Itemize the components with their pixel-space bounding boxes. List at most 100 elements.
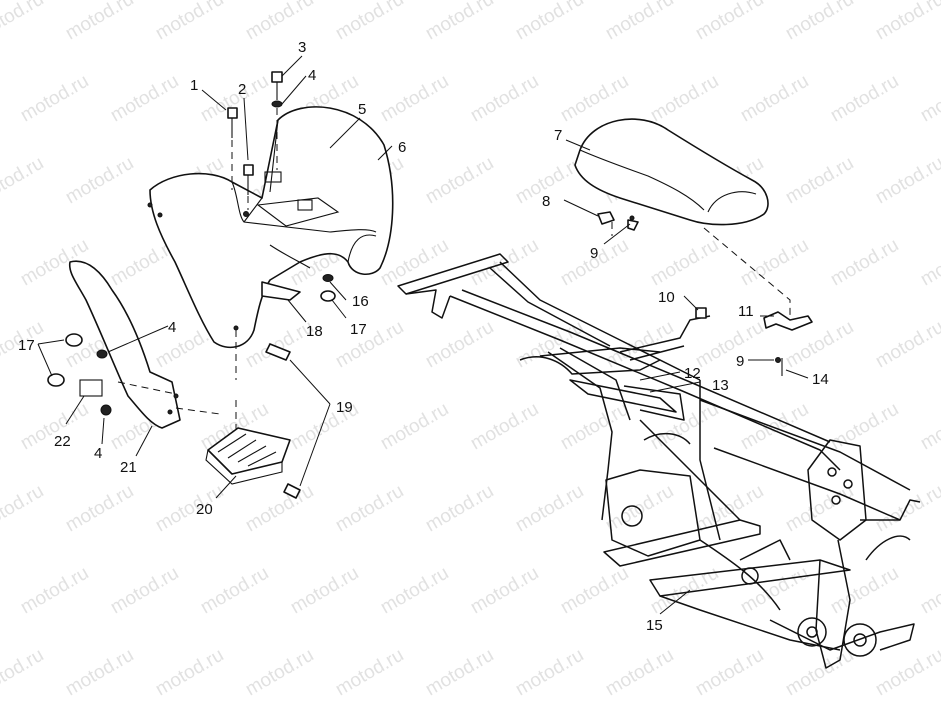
watermark-text: motod.ru [467,71,542,127]
watermark-text: motod.ru [602,645,677,701]
watermark-text: motod.ru [377,71,452,127]
watermark-text: motod.ru [107,563,182,619]
watermark-text: motod.ru [0,645,47,701]
watermark-text: motod.ru [782,153,857,209]
watermark-text: motod.ru [152,481,227,537]
watermark-text: motod.ru [467,399,542,455]
watermark-text: motod.ru [557,71,632,127]
watermark-text: motod.ru [242,481,317,537]
watermark-text: motod.ru [827,235,902,291]
callout-16: 16 [352,293,369,310]
watermark-text: motod.ru [557,235,632,291]
watermark-text: motod.ru [152,0,227,44]
watermark-text: motod.ru [422,317,497,373]
callout-19: 19 [336,399,353,416]
watermark-text: motod.ru [512,0,587,44]
watermark-text: motod.ru [62,0,137,44]
callout-11: 11 [738,303,754,320]
callout-9-upper: 9 [590,245,598,262]
watermark-text: motod.ru [422,645,497,701]
callout-8: 8 [542,193,550,210]
watermark-text: motod.ru [692,0,767,44]
watermark-text: motod.ru [0,481,47,537]
watermark-text: motod.ru [602,317,677,373]
callout-4-side: 4 [168,319,176,336]
callout-14: 14 [812,371,829,388]
watermark-text: motod.ru [782,0,857,44]
watermark-text: motod.ru [62,153,137,209]
watermark-text: motod.ru [422,481,497,537]
callout-22: 22 [54,433,71,450]
callout-5: 5 [358,101,366,118]
watermark-text: motod.ru [872,317,941,373]
watermark-text: motod.ru [287,563,362,619]
watermark-text: motod.ru [737,563,812,619]
callout-labels: 1 2 3 4 4 4 5 6 7 8 9 9 10 11 12 13 14 1… [18,39,829,634]
watermark-text: motod.ru [917,71,941,127]
watermark-text: motod.ru [557,563,632,619]
watermark-text: motod.ru [62,481,137,537]
callout-17-left: 17 [18,337,35,354]
watermark-text: motod.ru [647,71,722,127]
watermark-text: motod.ru [332,0,407,44]
watermark-text: motod.ru [377,399,452,455]
watermark-text: motod.ru [422,0,497,44]
callout-3: 3 [298,39,306,56]
watermark-text: motod.ru [0,153,47,209]
watermark-text: motod.ru [647,563,722,619]
callout-9-lower: 9 [736,353,744,370]
watermark-text: motod.ru [647,399,722,455]
watermark-text: motod.ru [62,645,137,701]
callout-15: 15 [646,617,663,634]
footrest-bracket [205,427,291,485]
watermark-text: motod.ru [917,235,941,291]
watermark-text: motod.ru [512,645,587,701]
watermark-text: motod.ru [827,71,902,127]
watermark-text: motod.ru [827,399,902,455]
callout-13: 13 [712,377,729,394]
watermark-text: motod.ru [782,645,857,701]
watermark-text: motod.ru [0,0,47,44]
leader-lines [37,55,809,615]
chassis-frame [397,253,921,669]
watermark-text: motod.ru [647,235,722,291]
fender-flap [261,281,301,301]
callout-4-top: 4 [308,67,316,84]
watermark-text: motod.ru [602,0,677,44]
callout-18: 18 [306,323,323,340]
callout-1: 1 [190,77,198,94]
watermark-text: motod.ru [17,563,92,619]
callout-10: 10 [658,289,675,306]
callout-20: 20 [196,501,213,518]
assembly-lines [117,108,791,430]
watermark-text: motod.ru [332,481,407,537]
watermark-text: motod.ru [422,153,497,209]
watermark-text: motod.ru [872,0,941,44]
callout-21: 21 [120,459,137,476]
watermark-text: motod.ru [377,563,452,619]
callout-2: 2 [238,81,246,98]
watermark-text: motod.ru [332,645,407,701]
watermark-text: motod.ru [17,71,92,127]
watermark-text: motod.ru [737,235,812,291]
callout-4-bottom: 4 [94,445,102,462]
watermark-text: motod.ru [107,71,182,127]
callout-12: 12 [684,365,701,382]
watermark-text: motod.ru [242,645,317,701]
rear-fender [147,106,394,349]
callout-7: 7 [554,127,562,144]
watermark-text: motod.ru [782,481,857,537]
watermark-text: motod.ru [737,71,812,127]
seat-bracket [763,311,813,331]
watermark-text: motod.ru [152,645,227,701]
hardware [47,71,783,499]
watermark-text: motod.ru [602,481,677,537]
watermark-text: motod.ru [692,317,767,373]
watermark-text: motod.ru [917,563,941,619]
watermark-text: motod.ru [332,317,407,373]
watermark-text: motod.ru [242,0,317,44]
watermark-text: motod.ru [872,645,941,701]
watermark-text: motod.ru [512,481,587,537]
watermark-text: motod.ru [872,153,941,209]
